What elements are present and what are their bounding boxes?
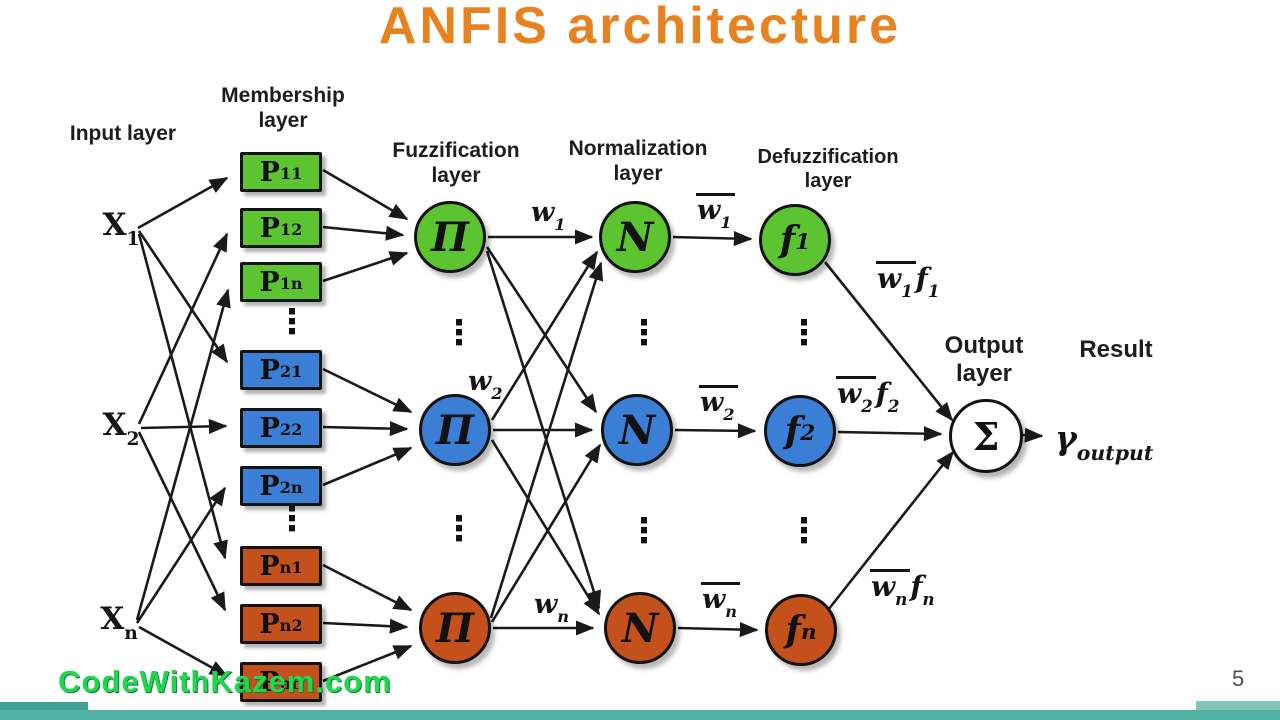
ellipsis-membership-2: ⋮ <box>275 499 309 539</box>
fuzzification-node-1: Π <box>414 201 486 273</box>
watermark-text: CodeWithKazem.com <box>58 664 392 699</box>
footer-accent-right <box>1196 701 1280 711</box>
ellipsis-fuzzification-2: ⋮ <box>442 509 476 549</box>
ellipsis-defuzzification-1: ⋮ <box>787 313 821 353</box>
edge-label-w1: w1 <box>531 197 566 234</box>
input-node-x1: X1 <box>102 207 140 250</box>
ellipsis-normalization-1: ⋮ <box>627 313 661 353</box>
label-defuzzification-layer: Defuzzification layer <box>757 146 899 192</box>
ellipsis-membership-1: ⋮ <box>275 302 309 342</box>
footer-bar <box>0 710 1280 720</box>
edges-fuzzification-to-normalization <box>485 229 604 636</box>
edges-input-to-membership <box>135 176 231 678</box>
fuzzification-node-n: Π <box>419 592 491 664</box>
ellipsis-normalization-2: ⋮ <box>627 511 661 551</box>
input-node-x2: X2 <box>102 407 140 450</box>
label-output-layer: Output layer <box>944 332 1024 388</box>
result-value: γoutput <box>1055 418 1154 465</box>
edge-label-wn: wn <box>534 589 570 626</box>
edges-membership-to-fuzzification <box>322 168 413 683</box>
normalization-node-2: N <box>601 394 673 466</box>
edges-normalization-to-defuzzification <box>672 231 759 638</box>
fuzzification-node-2: Π <box>419 394 491 466</box>
label-input-layer: Input layer <box>69 122 177 145</box>
footer-accent-left <box>0 702 88 711</box>
edge-label-w2: w2 <box>468 366 503 403</box>
edge-label-wbarn: wn <box>701 582 741 619</box>
edge-label-wbar1: w1 <box>696 193 735 230</box>
edge-output-to-result <box>1022 427 1044 443</box>
ellipsis-fuzzification-1: ⋮ <box>442 313 476 353</box>
normalization-node-n: N <box>604 592 676 664</box>
slide-title: ANFIS architecture <box>378 0 902 55</box>
edges-defuzzification-to-output <box>823 261 955 611</box>
normalization-node-1: N <box>599 201 671 273</box>
label-membership-layer: Membership layer <box>221 84 345 132</box>
output-node-sum: Σ <box>949 399 1023 473</box>
label-normalization-layer: Normalization layer <box>568 137 708 185</box>
input-node-xn: Xn <box>100 601 138 644</box>
edge-label-wbar2: w2 <box>699 385 738 422</box>
label-result: Result <box>1079 336 1153 363</box>
ellipsis-defuzzification-2: ⋮ <box>787 511 821 551</box>
page-number: 5 <box>1232 666 1245 691</box>
label-fuzzification-layer: Fuzzification layer <box>392 139 520 187</box>
